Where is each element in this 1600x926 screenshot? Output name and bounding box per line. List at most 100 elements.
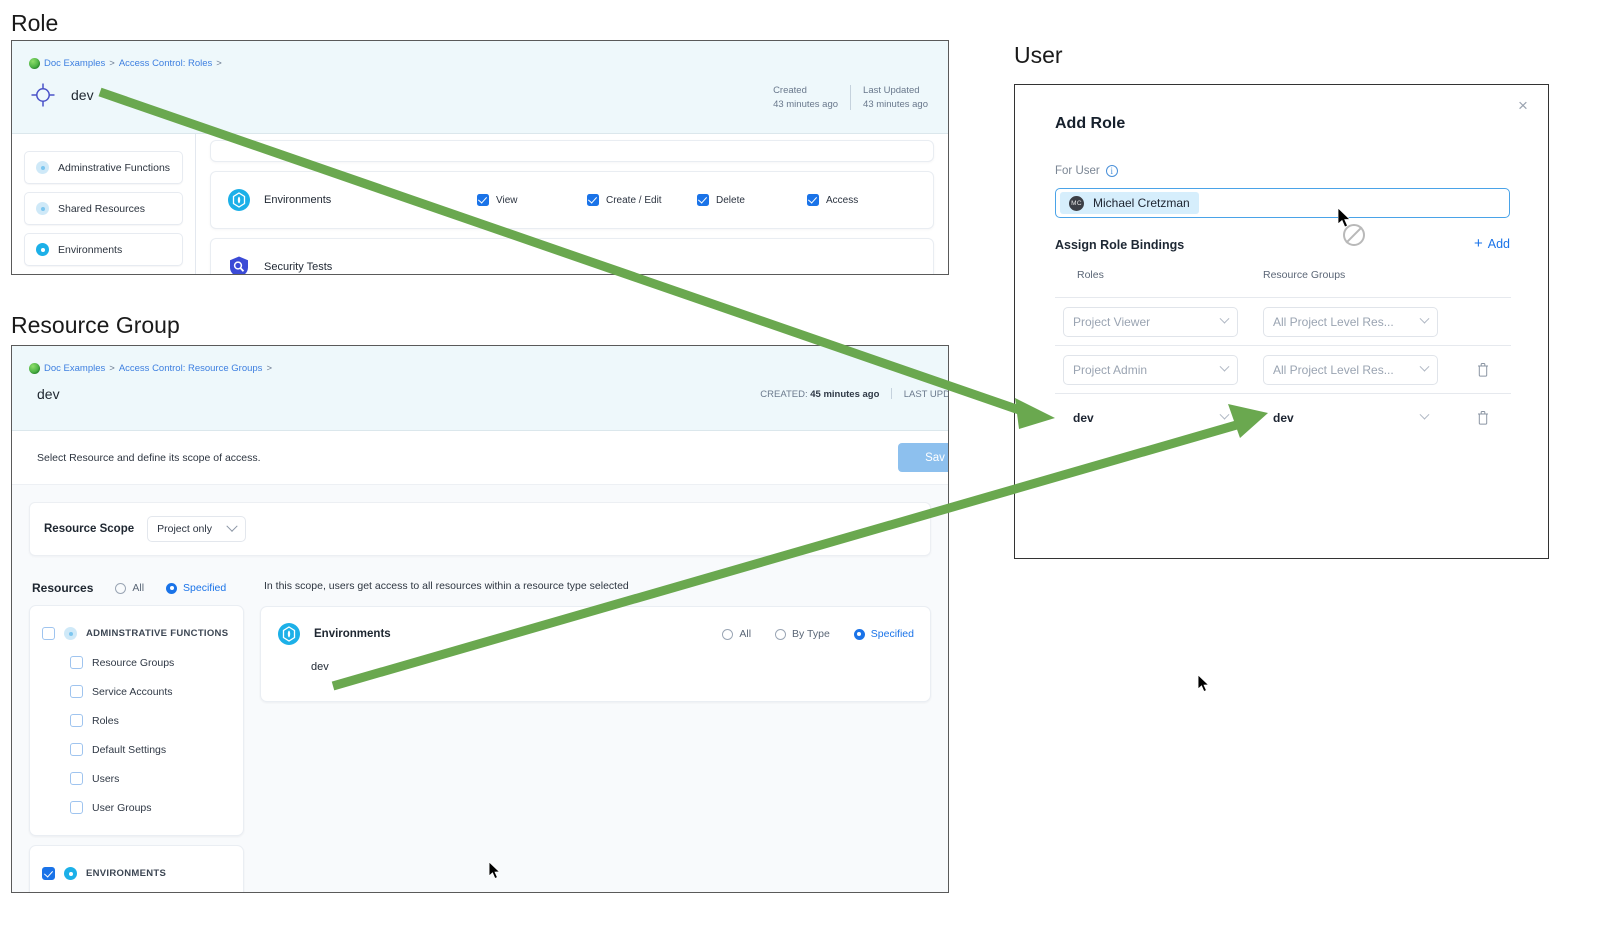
radio-icon[interactable]: [775, 628, 787, 640]
permission-row: Environments View Create / Edit: [211, 172, 933, 228]
permission-name: Environments: [227, 188, 477, 212]
resource-scope-select[interactable]: Project only: [147, 516, 246, 542]
resource-group-value: dev: [1273, 410, 1294, 425]
checkbox-icon[interactable]: [70, 801, 83, 814]
role-meta: Created 43 minutes ago Last Updated 43 m…: [761, 85, 940, 110]
close-icon[interactable]: ×: [1518, 96, 1528, 115]
resource-group-select[interactable]: All Project Level Res...: [1263, 306, 1438, 337]
checkbox-row-user-groups[interactable]: User Groups: [42, 793, 231, 822]
radio-icon[interactable]: [722, 628, 734, 640]
radio-resources-specified[interactable]: Specified: [166, 582, 226, 594]
resource-group-select[interactable]: All Project Level Res...: [1263, 354, 1438, 385]
user-select-input[interactable]: MC Michael Cretzman: [1055, 188, 1510, 218]
checkbox-icon[interactable]: [807, 194, 819, 206]
checkbox-access[interactable]: Access: [807, 194, 917, 206]
role-bindings-table: Roles Resource Groups Project Viewer All…: [1055, 269, 1511, 441]
checkbox-row-roles[interactable]: Roles: [42, 706, 231, 735]
plus-icon: +: [1473, 235, 1483, 252]
user-chip[interactable]: MC Michael Cretzman: [1060, 192, 1199, 214]
environments-label: Environments: [314, 628, 391, 640]
resource-group-cell: All Project Level Res...: [1255, 306, 1455, 337]
breadcrumb-doc-examples[interactable]: Doc Examples: [44, 363, 106, 374]
resources-left-column: Resources All Specified ADMINSTRATIVE: [29, 571, 244, 892]
sidebar-item-administrative-functions[interactable]: Adminstrative Functions: [24, 151, 183, 184]
checkbox-icon[interactable]: [70, 714, 83, 727]
role-select[interactable]: Project Viewer: [1063, 306, 1238, 337]
page-title: dev: [37, 386, 60, 402]
resource-group-select[interactable]: dev: [1263, 402, 1438, 433]
checkbox-view[interactable]: View: [477, 194, 587, 206]
radio-label: All: [132, 582, 145, 594]
role-select[interactable]: Project Admin: [1063, 354, 1238, 385]
sidebar-item-shared-resources[interactable]: Shared Resources: [24, 192, 183, 225]
radio-env-all[interactable]: All: [722, 628, 751, 640]
checkbox-label: Create / Edit: [606, 194, 662, 206]
checkbox-icon[interactable]: [70, 685, 83, 698]
checkbox-icon[interactable]: [697, 194, 709, 206]
checkbox-row-administrative-functions[interactable]: ADMINSTRATIVE FUNCTIONS: [42, 619, 231, 648]
role-sidebar: Adminstrative Functions Shared Resources…: [12, 134, 196, 274]
radio-icon[interactable]: [115, 582, 127, 594]
sidebar-item-label: Adminstrative Functions: [58, 161, 171, 174]
breadcrumb-separator: >: [109, 58, 115, 69]
sidebar-item-environments[interactable]: Environments: [24, 233, 183, 266]
checkbox-row-resource-groups[interactable]: Resource Groups: [42, 648, 231, 677]
role-select[interactable]: dev: [1063, 402, 1238, 433]
checkbox-icon[interactable]: [42, 627, 55, 640]
checkbox-row-environments[interactable]: ENVIRONMENTS: [42, 859, 231, 888]
delete-icon[interactable]: [1476, 362, 1490, 377]
chevron-down-icon: [1419, 313, 1430, 324]
breadcrumb-separator-2: >: [266, 363, 272, 374]
breadcrumb-access-control-resource-groups[interactable]: Access Control: Resource Groups: [118, 363, 263, 374]
info-icon[interactable]: i: [1105, 165, 1118, 177]
radio-env-specified[interactable]: Specified: [853, 628, 914, 640]
checkbox-row-default-settings[interactable]: Default Settings: [42, 735, 231, 764]
add-binding-button[interactable]: + Add: [1473, 235, 1510, 252]
save-button[interactable]: Sav: [898, 443, 948, 472]
assign-role-bindings-label: Assign Role Bindings: [1055, 238, 1185, 252]
column-header-resource-groups: Resource Groups: [1263, 269, 1346, 281]
checkbox-create-edit[interactable]: Create / Edit: [587, 194, 697, 206]
checkbox-row-service-accounts[interactable]: Service Accounts: [42, 677, 231, 706]
checkbox-icon[interactable]: [70, 772, 83, 785]
checkbox-row-users[interactable]: Users: [42, 764, 231, 793]
scope-note: In this scope, users get access to all r…: [264, 580, 629, 592]
checkbox-icon-checked[interactable]: [42, 867, 55, 880]
created-meta: Created 43 minutes ago: [761, 85, 850, 110]
for-user-label: For User: [1055, 165, 1100, 177]
resource-scope-card: Resource Scope Project only: [29, 502, 931, 556]
checkbox-label: Roles: [92, 714, 119, 727]
checkbox-delete[interactable]: Delete: [697, 194, 807, 206]
breadcrumb-doc-examples[interactable]: Doc Examples: [44, 58, 106, 69]
checkbox-icon[interactable]: [70, 743, 83, 756]
user-name: Michael Cretzman: [1093, 196, 1190, 210]
delete-icon[interactable]: [1476, 410, 1490, 425]
radio-env-by-type[interactable]: By Type: [775, 628, 830, 640]
created-value: 43 minutes ago: [773, 99, 839, 110]
created-value: 45 minutes ago: [810, 389, 880, 400]
checkbox-icon[interactable]: [70, 656, 83, 669]
checkbox-label: Service Accounts: [92, 685, 173, 698]
breadcrumb-access-control-roles[interactable]: Access Control: Roles: [118, 58, 213, 69]
user-section-label: User: [1014, 42, 1063, 68]
category-dot-icon: [36, 243, 49, 256]
checkbox-icon[interactable]: [477, 194, 489, 206]
checkbox-label: Default Settings: [92, 743, 167, 756]
radio-icon-selected[interactable]: [166, 582, 178, 594]
radio-label: Specified: [870, 628, 914, 640]
permission-checkboxes: View Create / Edit Delete Access: [477, 194, 917, 206]
environment-value: dev: [311, 661, 329, 673]
table-row: Project Admin All Project Level Res...: [1055, 345, 1511, 393]
table-row: dev dev: [1055, 393, 1511, 441]
resource-group-panel: Doc Examples > Access Control: Resource …: [11, 345, 949, 893]
resource-group-meta: CREATED: 45 minutes ago LAST UPD: [760, 388, 948, 400]
checkbox-icon[interactable]: [587, 194, 599, 206]
role-permissions: Environments View Create / Edit: [196, 134, 948, 274]
environments-scope-header: Environments All By Type: [277, 607, 914, 661]
radio-resources-all[interactable]: All: [115, 582, 144, 594]
role-value: Project Admin: [1073, 362, 1148, 377]
radio-icon-selected[interactable]: [853, 628, 865, 640]
table-row: Project Viewer All Project Level Res...: [1055, 297, 1511, 345]
add-label: Add: [1487, 237, 1510, 251]
avatar: MC: [1069, 195, 1084, 211]
